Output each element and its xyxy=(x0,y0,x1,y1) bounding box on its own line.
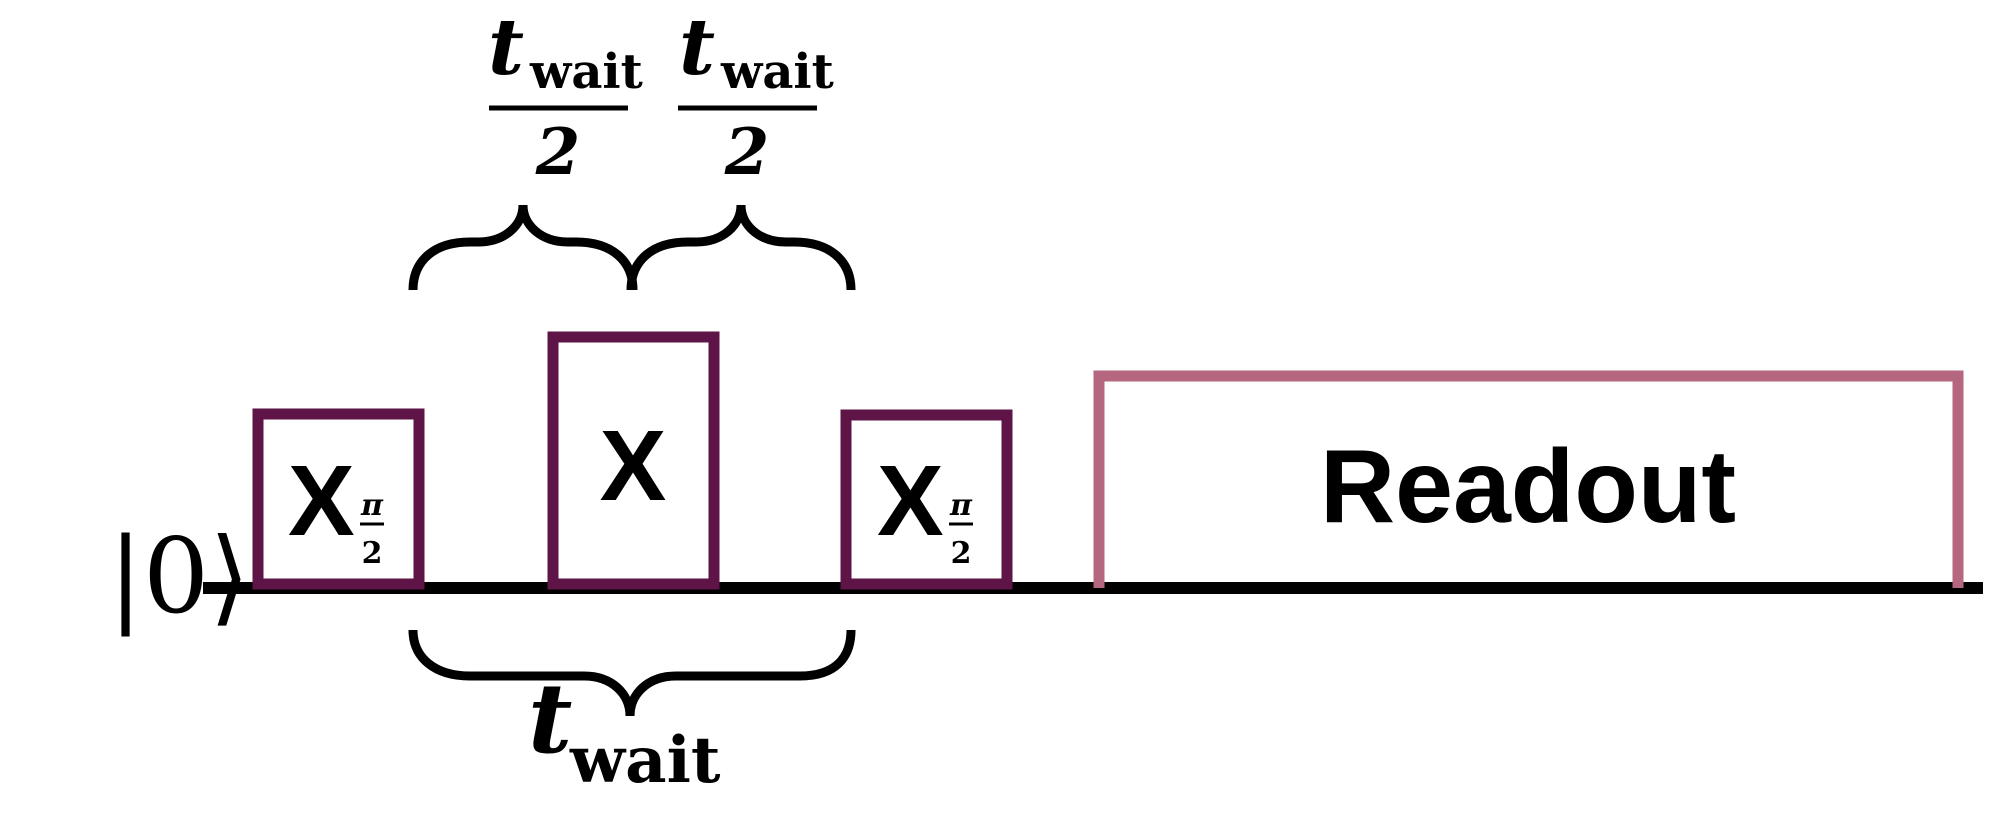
gate-symbol: X xyxy=(288,445,355,557)
gate-fraction-numerator: π xyxy=(360,488,384,523)
bottom-label: t wait xyxy=(528,662,721,798)
readout-label: Readout xyxy=(1320,429,1736,545)
gate-box xyxy=(840,409,1013,590)
t-symbol: t xyxy=(528,662,572,775)
initial-state-ket: |0⟩ xyxy=(108,515,250,637)
brace-shape xyxy=(626,204,856,291)
brace-shape xyxy=(408,204,638,291)
denominator: 2 xyxy=(535,115,581,190)
gate-box xyxy=(547,331,720,590)
gate-x: X xyxy=(547,331,720,590)
top-brace-left xyxy=(408,204,638,291)
subscript-wait: wait xyxy=(569,723,721,798)
gate-x-pi-half-1: X π 2 xyxy=(252,408,425,590)
gate-x-pi-half-2: X π 2 xyxy=(840,409,1013,590)
bottom-brace xyxy=(408,629,856,717)
state-label: |0⟩ xyxy=(108,515,250,637)
top-label-left: t wait 2 xyxy=(488,2,643,190)
readout-block: Readout xyxy=(1093,370,1964,588)
t-symbol: t xyxy=(488,2,524,93)
brace-shape xyxy=(408,629,856,717)
gate-fraction-denominator: 2 xyxy=(951,536,972,571)
subscript-wait: wait xyxy=(720,44,834,100)
gate-fraction-denominator: 2 xyxy=(362,536,383,571)
gate-fraction-numerator: π xyxy=(949,488,973,523)
gate-symbol: X xyxy=(877,445,944,557)
top-label-right: t wait 2 xyxy=(678,2,834,190)
gate-box xyxy=(252,408,425,590)
subscript-wait: wait xyxy=(529,44,643,100)
top-brace-right xyxy=(626,204,856,291)
denominator: 2 xyxy=(724,115,770,190)
gate-symbol: X xyxy=(600,410,667,522)
t-symbol: t xyxy=(679,2,715,93)
readout-box xyxy=(1093,370,1964,588)
